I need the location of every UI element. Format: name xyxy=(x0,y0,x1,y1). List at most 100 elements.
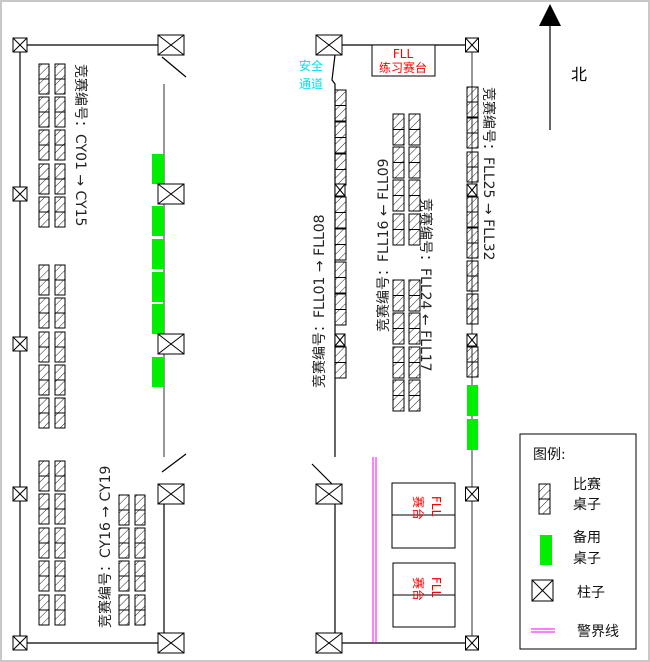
desk xyxy=(392,279,405,312)
north-arrow: 北 xyxy=(539,4,587,130)
desk xyxy=(134,560,146,592)
desk xyxy=(38,163,50,195)
desk xyxy=(408,312,421,345)
desk xyxy=(38,594,50,626)
desk xyxy=(334,153,347,186)
desk xyxy=(38,364,50,396)
desk xyxy=(334,196,347,229)
desk xyxy=(54,129,66,161)
legend-title: 图例: xyxy=(533,447,566,463)
desk xyxy=(392,346,405,379)
desk xyxy=(54,560,66,592)
spare-table xyxy=(152,239,164,269)
desk xyxy=(334,261,347,294)
spare-table xyxy=(467,419,478,450)
desk xyxy=(466,346,479,378)
pillar-icon xyxy=(315,483,343,505)
label-fll24-fll17: 竞赛编号：FLL24 ← FLL17 xyxy=(417,198,434,372)
north-label: 北 xyxy=(571,65,587,84)
pillar-icon xyxy=(12,37,28,53)
desk xyxy=(38,460,50,492)
desk xyxy=(408,113,421,146)
desk xyxy=(334,293,347,326)
desk xyxy=(334,121,347,154)
desk xyxy=(466,196,479,228)
competition-table-2: FLL 赛台 xyxy=(392,562,456,628)
spare-table xyxy=(152,206,164,236)
pillar-icon xyxy=(12,186,28,202)
pillar-icon xyxy=(157,483,185,505)
desk xyxy=(54,331,66,363)
boundary-line xyxy=(372,457,377,643)
desk xyxy=(118,594,130,626)
desk xyxy=(54,460,66,492)
spare-table xyxy=(467,385,478,416)
pillar-icon xyxy=(157,632,185,654)
label-fll01-fll08: 竞赛编号：FLL01 → FLL08 xyxy=(311,214,328,388)
desk xyxy=(408,379,421,412)
pillar-icon xyxy=(315,34,343,56)
desk xyxy=(38,96,50,128)
desk xyxy=(466,227,479,259)
desk xyxy=(408,346,421,379)
label-fll25-fll32: 竞赛编号：FLL25 → FLL32 xyxy=(480,87,497,261)
desk xyxy=(54,63,66,95)
label-cy16-cy19: 竞赛编号：CY16 → CY19 xyxy=(97,466,114,628)
legend-desk-l1: 比赛 xyxy=(573,477,601,493)
desk xyxy=(408,179,421,212)
desk xyxy=(392,146,405,179)
competition-table-2-line2: 赛台 xyxy=(411,577,426,601)
desk xyxy=(54,96,66,128)
desk xyxy=(54,493,66,525)
legend: 图例: 比赛 桌子 备用 桌子 柱子 警界线 xyxy=(519,433,637,650)
practice-table-line2: 练习赛台 xyxy=(379,60,427,75)
safety-exit-line2: 通道 xyxy=(299,77,323,91)
label-cy01-cy15: 竞赛编号：CY01 → CY15 xyxy=(72,64,89,226)
desk xyxy=(38,397,50,429)
desk xyxy=(134,594,146,626)
pillar-icon xyxy=(466,333,478,347)
desk xyxy=(54,163,66,195)
pillar-icon xyxy=(466,183,478,197)
legend-desk-l2: 桌子 xyxy=(573,497,601,513)
pillar-icon xyxy=(465,37,479,53)
legend-boundary-icon xyxy=(531,628,555,633)
desk xyxy=(392,312,405,345)
pillar-icon xyxy=(465,486,479,502)
pillar-icon xyxy=(157,333,185,355)
desk xyxy=(408,279,421,312)
desk xyxy=(408,213,421,246)
desk xyxy=(134,527,146,559)
desk xyxy=(118,527,130,559)
pillar-icon xyxy=(157,34,185,56)
legend-spare-l2: 桌子 xyxy=(573,551,601,567)
north-arrow-icon xyxy=(539,4,561,26)
desk xyxy=(38,63,50,95)
desk xyxy=(408,146,421,179)
competition-table-1: FLL 赛台 xyxy=(391,482,456,549)
desk xyxy=(54,527,66,559)
desk xyxy=(392,113,405,146)
spare-table xyxy=(152,272,164,302)
pillar-icon xyxy=(315,632,343,654)
desk xyxy=(118,494,130,526)
legend-spare-icon xyxy=(540,535,552,565)
desk xyxy=(38,493,50,525)
desk xyxy=(392,379,405,412)
desk xyxy=(334,89,347,122)
desk xyxy=(54,364,66,396)
legend-boundary-label: 警界线 xyxy=(577,624,619,640)
legend-desk-icon xyxy=(538,483,551,515)
pillars xyxy=(12,34,479,654)
pillar-icon xyxy=(12,635,28,651)
desk xyxy=(54,264,66,296)
pillar-icon xyxy=(334,333,346,347)
desk xyxy=(392,213,405,246)
desk xyxy=(54,196,66,228)
desk xyxy=(38,527,50,559)
desk xyxy=(466,293,479,325)
legend-pillar-icon xyxy=(531,579,554,602)
spare-tables xyxy=(152,154,478,450)
desk xyxy=(334,346,347,379)
